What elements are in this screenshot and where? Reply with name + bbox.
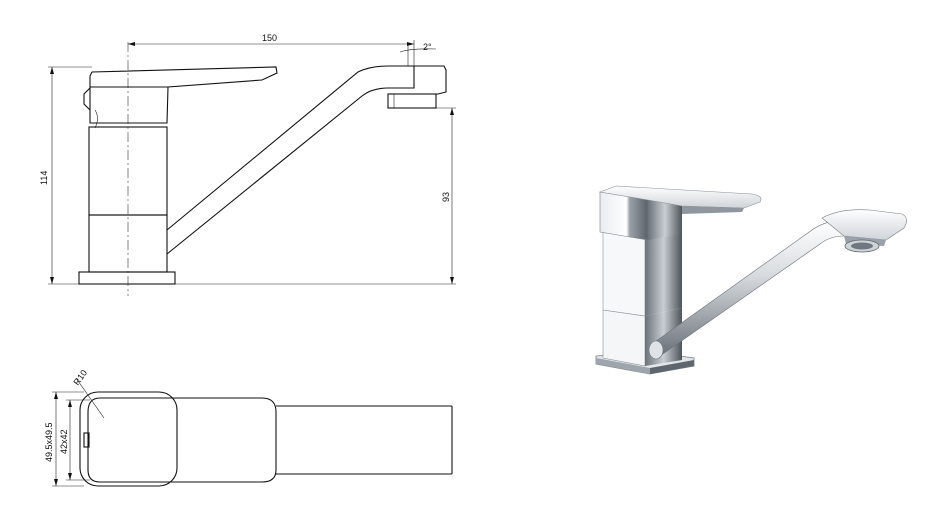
dim-angle-label: 2° [423,42,432,52]
arrow-up [450,108,454,115]
lever-tab [83,432,90,448]
arrow-up [54,392,58,399]
arrow-down [68,473,72,480]
arrow-down [54,479,58,486]
render-base-edge [596,358,650,374]
spout-head [414,65,447,95]
render-aerator-hole [851,242,873,250]
dim-base-label: 49.5x49.5 [44,422,54,462]
base-plate [78,271,176,285]
lever-top-outline [87,397,277,483]
render-base-side [650,360,694,374]
render-lower-front [602,309,646,367]
dim-body-label: 42x42 [59,429,69,454]
render-lever-underside [682,206,744,214]
aerator [387,93,437,109]
side-elevation-view: 150 2° 114 93 [39,33,456,296]
base-outline [79,391,178,487]
render-upper-front [602,231,646,317]
lever-handle [89,66,278,124]
arrow-right [407,42,414,46]
dim-height-label: 114 [39,171,49,185]
arrow-up [68,400,72,407]
dim-radius-label: R10 [71,368,89,387]
arrow-down [450,277,454,284]
arrow-down [50,277,54,284]
arrow-up [50,67,54,74]
lever-arc [94,109,98,129]
plan-view: R10 49.5x49.5 42x42 [44,368,453,487]
render-spout-head [821,209,907,241]
arrow-left [128,42,135,46]
dim-spout-height-label: 93 [441,192,451,202]
render-lever-top [598,185,762,209]
render-upper-side [645,232,682,316]
faucet-render [595,185,907,375]
spout-arm [166,65,415,255]
angle-arc [399,48,437,53]
dim-length-label: 150 [262,33,277,43]
render-lever-side [648,194,682,240]
render-lever-front [599,191,649,241]
lever-cap [83,87,91,111]
radius-leader [75,377,105,419]
render-spout-joint [648,340,664,360]
